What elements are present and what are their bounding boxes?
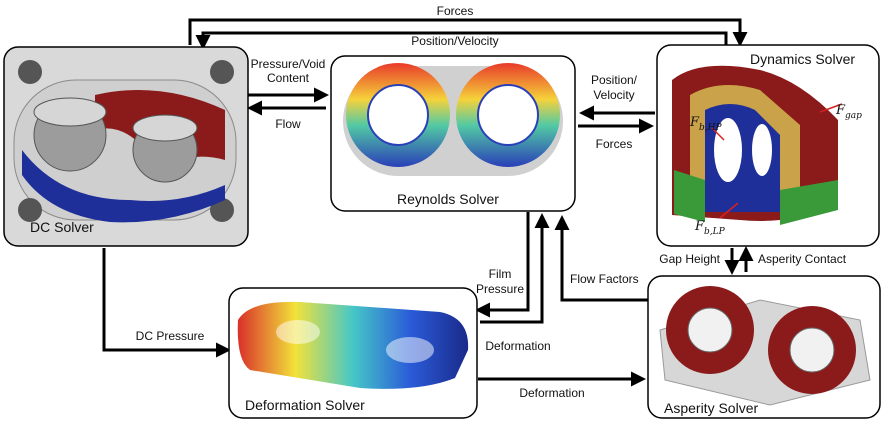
label-deformation-bottom: Deformation <box>519 386 584 400</box>
arrow-forces-top <box>188 18 748 47</box>
connectors <box>102 18 754 387</box>
deformation-solver-node: Deformation Solver <box>228 287 478 419</box>
label-dc-pressure: DC Pressure <box>136 329 205 343</box>
f-gap-pointer <box>819 103 843 113</box>
f-blp-label: Fb,LP <box>694 219 726 237</box>
label-deformation-up: Deformation <box>485 339 550 353</box>
asperity-solver-title: Asperity Solver <box>664 400 758 416</box>
f-bhp-pointer <box>711 127 725 141</box>
asperity-solver-node: Asperity Solver <box>647 275 881 419</box>
arrow-flow-factors <box>554 215 648 302</box>
arrow-film-pressure <box>475 212 530 318</box>
dc-solver-title: DC Solver <box>30 219 94 235</box>
bolt-hole-icon <box>18 60 42 84</box>
label-pressure-void-1: Pressure/Void <box>251 57 326 71</box>
bolt-hole-icon <box>18 198 42 222</box>
bolt-hole-icon <box>210 198 234 222</box>
label-position-velocity-right-1: Position/ <box>591 73 638 87</box>
f-gap-label: Fgap <box>835 103 862 121</box>
arrow-deformation-up <box>480 213 550 324</box>
deformation-solver-title: Deformation Solver <box>245 397 365 413</box>
label-film-pressure-1: Film <box>489 267 512 281</box>
arrow-dc-pressure <box>102 248 231 358</box>
label-position-velocity-right-2: Velocity <box>593 88 634 102</box>
label-gap-height: Gap Height <box>659 252 720 266</box>
dynamics-solver-node: Dynamics Solver Fgap Fb,HP Fb,LP <box>656 44 880 247</box>
arrow-position-velocity-top <box>195 31 728 55</box>
label-pressure-void-2: Content <box>267 71 310 85</box>
f-bhp-label: Fb,HP <box>689 115 723 133</box>
edge-labels: Forces Position/Velocity Pressure/Void C… <box>136 4 847 400</box>
dynamics-plate-green-left <box>674 170 705 222</box>
label-flow: Flow <box>275 117 301 131</box>
dc-solver-node: DC Solver <box>3 46 249 247</box>
label-forces-top: Forces <box>437 4 474 18</box>
dynamics-solver-title: Dynamics Solver <box>750 51 855 67</box>
label-film-pressure-2: Pressure <box>476 282 524 296</box>
label-flow-factors: Flow Factors <box>570 272 639 286</box>
label-asperity-contact: Asperity Contact <box>758 252 847 266</box>
label-position-velocity-top: Position/Velocity <box>411 34 498 48</box>
bolt-hole-icon <box>210 60 234 84</box>
reynolds-solver-node: Reynolds Solver <box>330 55 576 212</box>
reynolds-solver-title: Reynolds Solver <box>397 191 499 207</box>
dynamics-plate-green-right <box>780 180 838 225</box>
f-blp-pointer <box>719 202 739 219</box>
label-forces-right: Forces <box>596 137 633 151</box>
dc-gear-blue-region <box>22 150 225 223</box>
